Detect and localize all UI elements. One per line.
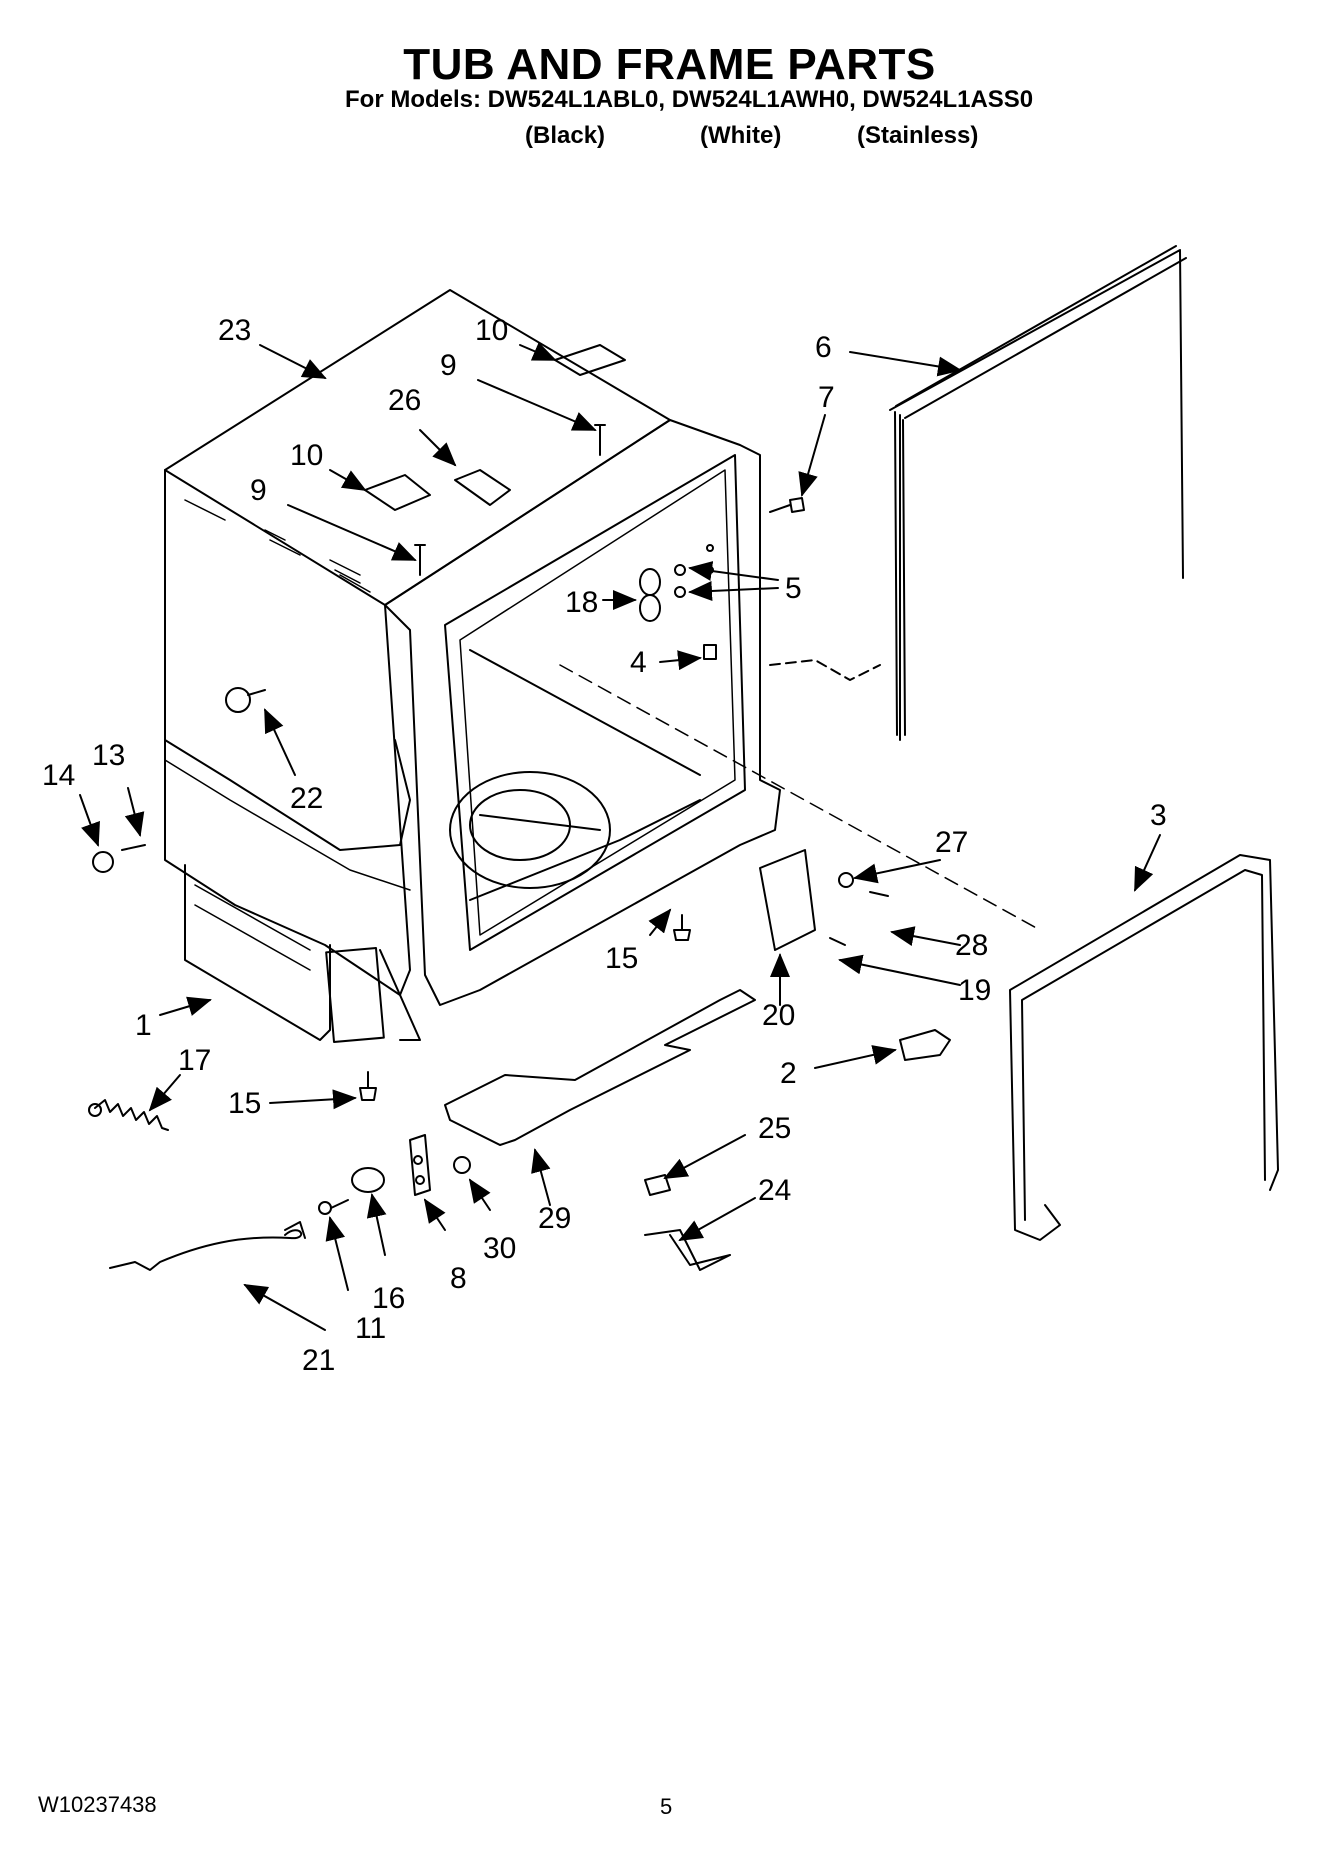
callout-5: 5	[785, 572, 802, 605]
callout-30: 30	[483, 1232, 516, 1265]
variant-white: (White)	[700, 122, 782, 149]
callout-10-left: 10	[290, 439, 323, 472]
lower-parts	[88, 844, 951, 1271]
callout-24: 24	[758, 1174, 791, 1207]
tub-assembly	[164, 289, 805, 1044]
door-gasket-top	[889, 245, 1187, 741]
callout-9-top: 9	[440, 349, 457, 382]
callout-21: 21	[302, 1344, 335, 1377]
callout-6: 6	[815, 331, 832, 364]
callout-15-upper: 15	[605, 942, 638, 975]
variant-black: (Black)	[525, 122, 606, 149]
gasket-leader-dashed	[769, 659, 881, 681]
callout-9-left: 9	[250, 474, 267, 507]
callout-2: 2	[780, 1057, 797, 1090]
callout-1: 1	[135, 1009, 152, 1042]
callout-4: 4	[630, 646, 647, 679]
callout-26: 26	[388, 384, 421, 417]
callout-28: 28	[955, 929, 988, 962]
callout-labels: 23 10 9 26 10 9 6 7 5 18 4 22 14 13 3 27…	[42, 314, 1167, 1377]
callout-23: 23	[218, 314, 251, 347]
callout-8: 8	[450, 1262, 467, 1295]
callout-25: 25	[758, 1112, 791, 1145]
callout-19: 19	[958, 974, 991, 1007]
models-line: For Models: DW524L1ABL0, DW524L1AWH0, DW…	[345, 86, 1034, 113]
callout-17: 17	[178, 1044, 211, 1077]
callout-18: 18	[565, 586, 598, 619]
callout-7: 7	[818, 381, 835, 414]
callout-22: 22	[290, 782, 323, 815]
variant-stainless: (Stainless)	[857, 122, 979, 149]
callout-13: 13	[92, 739, 125, 772]
page-number: 5	[660, 1794, 673, 1819]
callout-27: 27	[935, 826, 968, 859]
page-title: TUB AND FRAME PARTS	[403, 40, 936, 89]
callout-leaders	[79, 342, 1161, 1331]
doc-number: W10237438	[38, 1792, 157, 1817]
callout-20: 20	[762, 999, 795, 1032]
callout-3: 3	[1150, 799, 1167, 832]
centerline	[559, 664, 1041, 931]
callout-29: 29	[538, 1202, 571, 1235]
callout-10-top: 10	[475, 314, 508, 347]
callout-16: 16	[372, 1282, 405, 1315]
door-gasket-bottom	[1009, 854, 1279, 1241]
callout-15-lower: 15	[228, 1087, 261, 1120]
callout-14: 14	[42, 759, 75, 792]
callout-11: 11	[355, 1312, 386, 1345]
